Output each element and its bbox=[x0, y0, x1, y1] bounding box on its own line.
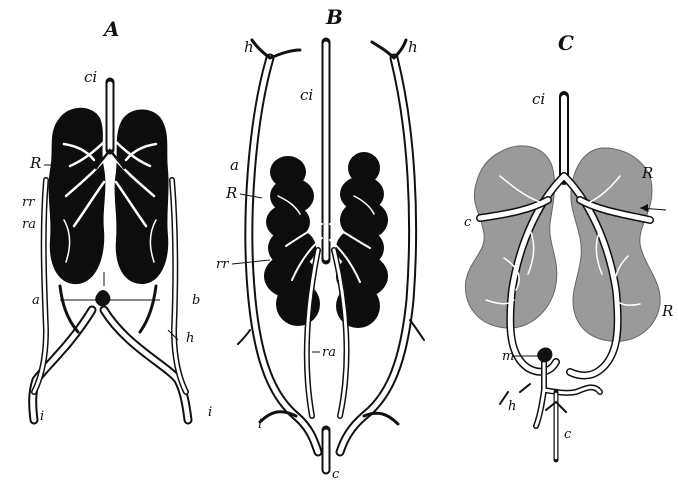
panel-a-label-i-right: i bbox=[208, 405, 212, 420]
panel-a-right-kidney bbox=[115, 110, 169, 285]
panel-b-title: B bbox=[325, 5, 343, 29]
panel-c-title: C bbox=[558, 31, 574, 55]
panel-b-label-ci: ci bbox=[300, 86, 313, 104]
panel-c-label-c-bottom: c bbox=[564, 427, 572, 442]
panel-a-label-h: h bbox=[186, 331, 194, 346]
panel-a-left-kidney bbox=[49, 108, 106, 284]
panel-a-label-R: R bbox=[29, 154, 41, 172]
panel-c-label-ci: ci bbox=[532, 90, 545, 108]
panel-b-label-i: i bbox=[258, 417, 262, 432]
panel-c-junction bbox=[537, 348, 552, 363]
panel-b: B bbox=[216, 5, 424, 482]
panel-c: C ci R c R m h c bbox=[464, 31, 673, 460]
panel-b-label-c: c bbox=[332, 467, 340, 482]
panel-a: A ci R rr ra a b h bbox=[22, 17, 212, 424]
panel-b-label-rr: rr bbox=[216, 257, 229, 272]
panel-a-label-ra: ra bbox=[22, 217, 36, 232]
panel-c-label-h: h bbox=[508, 399, 516, 414]
panel-b-label-R: R bbox=[225, 184, 237, 202]
panel-a-title: A bbox=[102, 17, 120, 41]
panel-a-label-ci: ci bbox=[84, 68, 97, 86]
panel-c-label-c-left: c bbox=[464, 215, 472, 230]
panel-b-label-a: a bbox=[230, 156, 239, 174]
panel-c-label-R-bottom: R bbox=[661, 302, 673, 320]
panel-b-label-h-left: h bbox=[244, 38, 254, 56]
panel-a-label-rr: rr bbox=[22, 195, 35, 210]
panel-a-label-i-left: i bbox=[40, 409, 44, 424]
panel-a-central-root bbox=[95, 290, 110, 306]
panel-c-label-R-top: R bbox=[641, 164, 653, 182]
panel-a-label-b: b bbox=[192, 293, 200, 308]
panel-b-label-h-right: h bbox=[408, 38, 418, 56]
panel-a-label-a: a bbox=[32, 293, 40, 308]
panel-c-label-m: m bbox=[502, 349, 514, 364]
panel-b-label-ra: ra bbox=[322, 345, 336, 360]
